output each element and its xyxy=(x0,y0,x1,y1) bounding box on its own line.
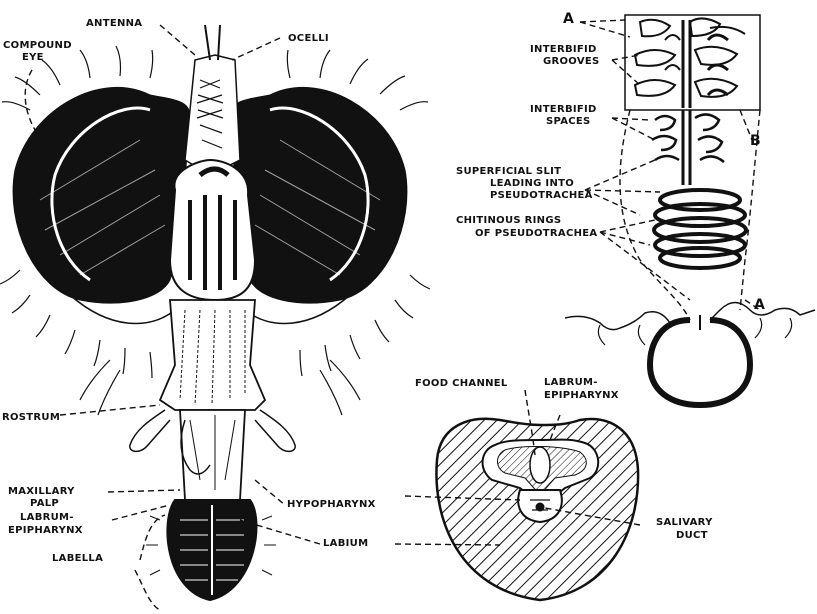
pseudotrachea-rings xyxy=(654,190,746,268)
haustellum xyxy=(180,410,245,500)
label-interbifid-grooves-line1: INTERBIFID xyxy=(530,44,597,55)
label-labella: LABELLA xyxy=(52,553,103,564)
tube-cross-section xyxy=(650,320,750,405)
label-compound-eye-line2: EYE xyxy=(22,52,44,63)
label-superficial-slit-line1: SUPERFICIAL SLIT xyxy=(456,166,561,177)
salivary-duct-section xyxy=(536,503,544,511)
label-interbifid-grooves-line2: GROOVES xyxy=(543,56,600,67)
label-antenna: ANTENNA xyxy=(86,18,142,29)
label-chitinous-rings-line1: CHITINOUS RINGS xyxy=(456,215,561,226)
label-maxillary-palp-line1: MAXILLARY xyxy=(8,486,75,497)
label-marker-a-top: A xyxy=(563,12,574,27)
pseudotrachea-detail xyxy=(565,15,815,405)
label-marker-a-bottom: A xyxy=(754,298,765,313)
label-chitinous-rings-line2: OF PSEUDOTRACHEA xyxy=(475,228,597,239)
label-interbifid-spaces-line1: INTERBIFID xyxy=(530,104,597,115)
label-salivary-duct-line2: DUCT xyxy=(676,530,708,541)
rostrum-body xyxy=(160,300,265,410)
maxillary-palp-right xyxy=(255,410,295,451)
label-superficial-slit-line3: PSEUDOTRACHEA xyxy=(490,190,593,201)
label-labrum-epipharynx-line1: LABRUM- xyxy=(20,512,74,523)
label-interbifid-spaces-line2: SPACES xyxy=(546,116,591,127)
food-channel-section xyxy=(530,447,550,483)
label-marker-b: B xyxy=(750,134,761,149)
label-rostrum: ROSTRUM xyxy=(2,412,60,423)
label-hypopharynx: HYPOPHARYNX xyxy=(287,499,376,510)
antennae xyxy=(205,25,220,60)
label-labrum-epipharynx-line2: EPIPHARYNX xyxy=(8,525,83,536)
label-labrum-epipharynx-section-line2: EPIPHARYNX xyxy=(544,390,619,401)
label-salivary-duct-line1: SALIVARY xyxy=(656,517,713,528)
label-food-channel: FOOD CHANNEL xyxy=(415,378,508,389)
label-labium: LABIUM xyxy=(323,538,368,549)
cross-section xyxy=(395,390,640,600)
label-superficial-slit-line2: LEADING INTO xyxy=(490,178,574,189)
face-plate xyxy=(170,160,255,300)
label-compound-eye-line1: COMPOUND xyxy=(3,40,72,51)
maxillary-palp-left xyxy=(130,410,170,451)
bifid-rings-lower xyxy=(652,110,724,185)
label-maxillary-palp-line2: PALP xyxy=(30,498,59,509)
label-ocelli: OCELLI xyxy=(288,33,329,44)
label-labrum-epipharynx-section-line1: LABRUM- xyxy=(544,377,598,388)
bifid-rings-top xyxy=(635,18,745,108)
